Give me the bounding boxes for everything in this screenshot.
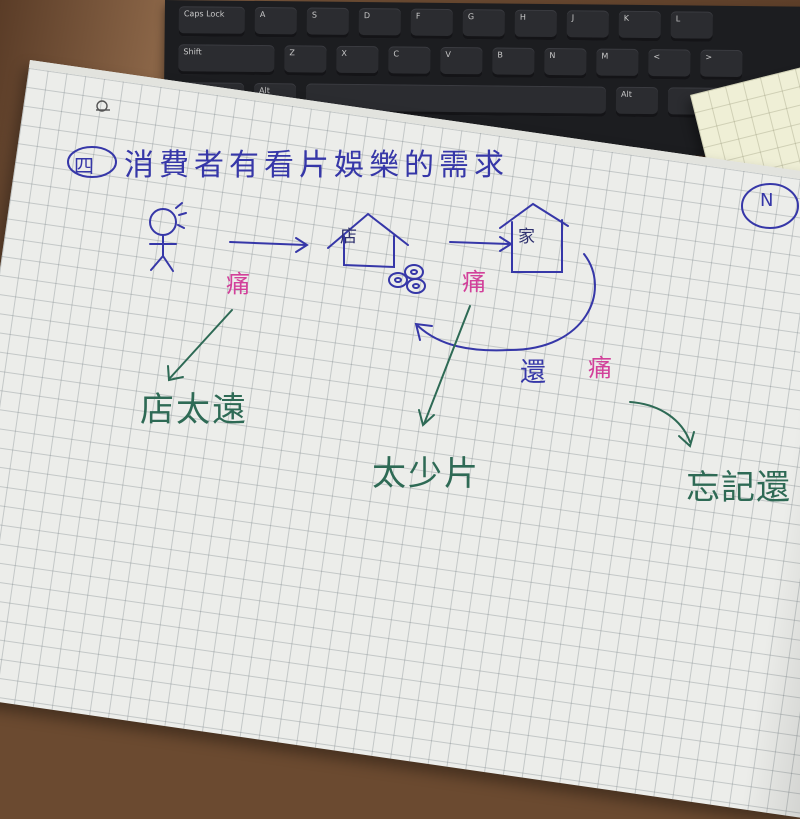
store-too-far-text: 店太遠	[140, 390, 248, 430]
pain-label-2: 痛	[462, 268, 486, 296]
section-number: 四	[74, 154, 94, 178]
key-v: V	[440, 46, 483, 78]
note-title: 消費者有看片娛樂的需求	[124, 148, 509, 183]
key-n: N	[544, 47, 587, 79]
key-c: C	[388, 46, 431, 77]
key-h: H	[514, 9, 557, 41]
key-d: D	[358, 8, 401, 39]
too-few-films-text: 太少片	[372, 454, 480, 494]
pain-label-1: 痛	[226, 270, 250, 298]
key-g: G	[462, 9, 505, 40]
key-alt-right: Alt	[615, 86, 659, 118]
key-a: A	[254, 6, 297, 38]
key-z: Z	[284, 45, 327, 76]
key-b: B	[492, 47, 535, 78]
key-f: F	[410, 8, 453, 40]
pain-label-3: 痛	[588, 354, 612, 382]
key-l: L	[670, 11, 713, 42]
key-j: J	[566, 10, 609, 41]
key-period: >	[700, 49, 743, 81]
key-caps-lock: Caps Lock	[178, 6, 245, 37]
key-s: S	[306, 7, 349, 38]
forget-return-text: 忘記還	[686, 468, 791, 508]
key-x: X	[336, 45, 379, 77]
return-label: 還	[520, 358, 547, 388]
key-comma: <	[648, 49, 691, 80]
store-label: 店	[340, 227, 357, 247]
key-m: M	[596, 48, 639, 79]
keyboard-row-bottom: Shift Z X C V B N M < >	[178, 44, 743, 81]
key-shift: Shift	[178, 44, 275, 76]
home-label: 家	[518, 227, 535, 247]
corner-n-mark: N	[760, 190, 774, 211]
key-k: K	[618, 10, 661, 42]
keyboard-row-home: Caps Lock A S D F G H J K L	[178, 6, 713, 42]
